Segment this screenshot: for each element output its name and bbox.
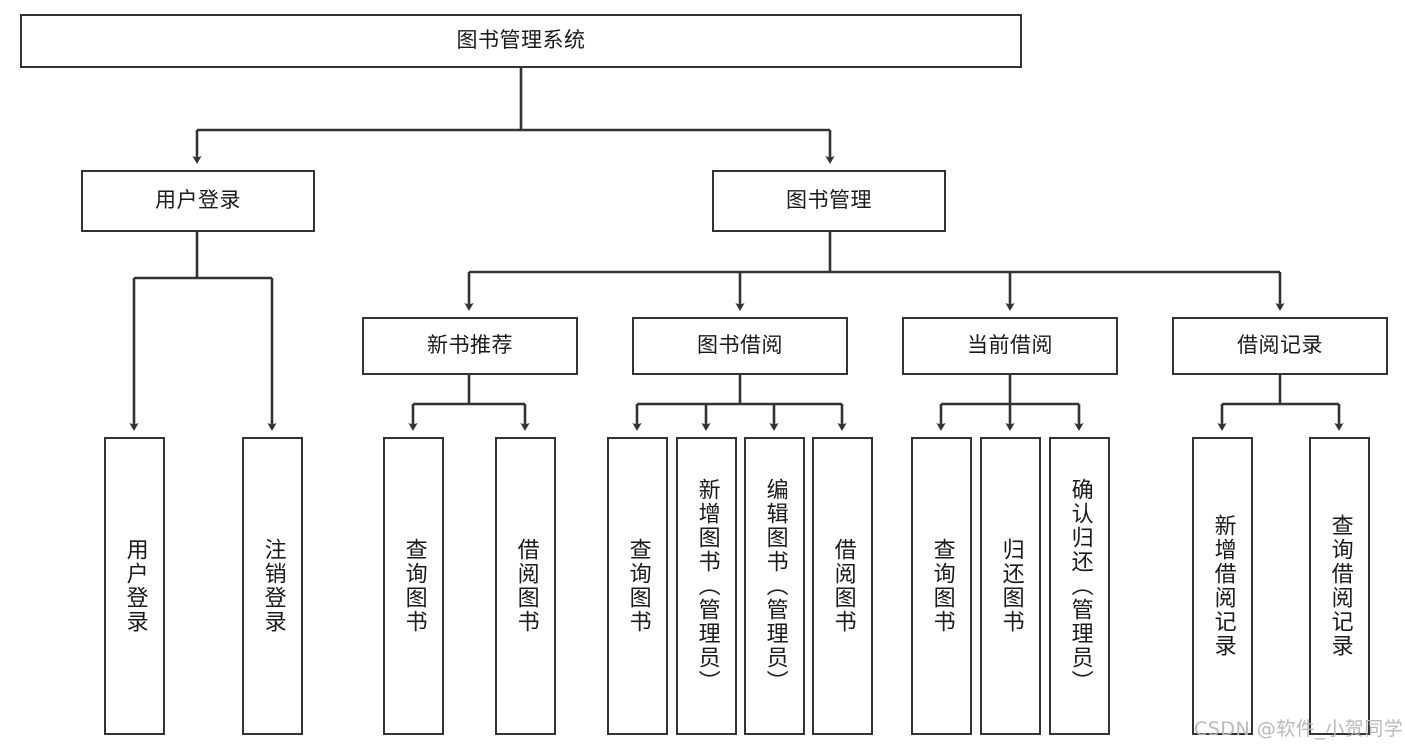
node-new-book-recommend-label: 新书推荐 [427,333,513,358]
leaf-add-record-label: 新增借阅记录 [1210,514,1236,658]
leaf-add-record[interactable]: 新增借阅记录 [1192,437,1253,735]
node-book-borrow[interactable]: 图书借阅 [632,317,848,375]
leaf-add-book-label: 新增图书（管理员） [694,478,720,694]
leaf-query-book-1-label: 查询图书 [401,538,427,634]
leaf-edit-book-label: 编辑图书（管理员） [762,478,788,694]
leaf-confirm-return[interactable]: 确认归还（管理员） [1049,437,1110,735]
leaf-borrow-book-2[interactable]: 借阅图书 [812,437,873,735]
leaf-query-book-1[interactable]: 查询图书 [383,437,444,735]
node-borrow-record-label: 借阅记录 [1237,333,1323,358]
leaf-query-book-3-label: 查询图书 [929,538,955,634]
leaf-logout[interactable]: 注销登录 [242,437,303,735]
leaf-query-book-3[interactable]: 查询图书 [911,437,972,735]
leaf-edit-book[interactable]: 编辑图书（管理员） [744,437,805,735]
node-book-borrow-label: 图书借阅 [697,333,783,358]
node-root-label: 图书管理系统 [456,28,586,53]
leaf-user-login-label: 用户登录 [122,538,148,634]
node-borrow-record[interactable]: 借阅记录 [1172,317,1388,375]
leaf-return-book[interactable]: 归还图书 [980,437,1041,735]
node-current-borrow-label: 当前借阅 [967,333,1053,358]
node-new-book-recommend[interactable]: 新书推荐 [362,317,578,375]
leaf-logout-label: 注销登录 [260,538,286,634]
node-user-login-label: 用户登录 [155,188,241,213]
leaf-query-book-2-label: 查询图书 [625,538,651,634]
leaf-query-book-2[interactable]: 查询图书 [607,437,668,735]
node-current-borrow[interactable]: 当前借阅 [902,317,1118,375]
leaf-query-record-label: 查询借阅记录 [1327,514,1353,658]
csdn-watermark: CSDN @软件_小贺同学 [1194,718,1404,740]
leaf-query-record[interactable]: 查询借阅记录 [1309,437,1370,735]
node-user-login[interactable]: 用户登录 [81,170,315,232]
node-book-manage[interactable]: 图书管理 [712,170,946,232]
leaf-return-book-label: 归还图书 [998,538,1024,634]
leaf-add-book[interactable]: 新增图书（管理员） [676,437,737,735]
node-root[interactable]: 图书管理系统 [20,14,1022,68]
leaf-user-login[interactable]: 用户登录 [104,437,165,735]
node-book-manage-label: 图书管理 [786,188,872,213]
leaf-borrow-book-2-label: 借阅图书 [830,538,856,634]
leaf-confirm-return-label: 确认归还（管理员） [1067,478,1093,694]
leaf-borrow-book-1-label: 借阅图书 [513,538,539,634]
leaf-borrow-book-1[interactable]: 借阅图书 [495,437,556,735]
